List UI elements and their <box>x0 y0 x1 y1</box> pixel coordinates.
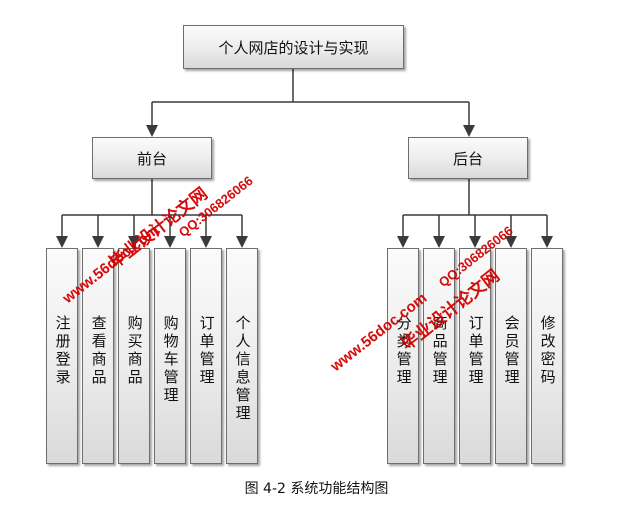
leaf-front-profile-management: 个人信息管理 <box>226 248 258 464</box>
leaf-label: 修改密码 <box>538 315 557 387</box>
leaf-front-register-login: 注册登录 <box>46 248 78 464</box>
front-node: 前台 <box>92 137 212 179</box>
leaf-back-order-management: 订单管理 <box>459 248 491 464</box>
back-node: 后台 <box>408 137 528 179</box>
leaf-label: 查看商品 <box>89 315 108 387</box>
leaf-label: 分类管理 <box>394 315 413 387</box>
leaf-front-cart-management: 购物车管理 <box>154 248 186 464</box>
leaf-label: 订单管理 <box>197 315 216 387</box>
leaf-back-product-management: 商品管理 <box>423 248 455 464</box>
root-node: 个人网店的设计与实现 <box>183 25 404 69</box>
leaf-label: 购买商品 <box>125 315 144 387</box>
leaf-label: 购物车管理 <box>161 315 180 405</box>
back-label: 后台 <box>452 149 483 168</box>
figure-caption: 图 4-2 系统功能结构图 <box>244 481 389 497</box>
leaf-front-buy-products: 购买商品 <box>118 248 150 464</box>
leaf-back-member-management: 会员管理 <box>495 248 527 464</box>
front-label: 前台 <box>136 149 167 168</box>
leaf-label: 商品管理 <box>430 315 449 387</box>
leaf-label: 会员管理 <box>502 315 521 387</box>
leaf-front-view-products: 查看商品 <box>82 248 114 464</box>
leaf-label: 个人信息管理 <box>233 315 252 423</box>
leaf-label: 注册登录 <box>53 315 72 387</box>
leaf-back-change-password: 修改密码 <box>531 248 563 464</box>
leaf-back-category-management: 分类管理 <box>387 248 419 464</box>
leaf-label: 订单管理 <box>466 315 485 387</box>
leaf-front-order-management: 订单管理 <box>190 248 222 464</box>
root-label: 个人网店的设计与实现 <box>218 38 369 57</box>
